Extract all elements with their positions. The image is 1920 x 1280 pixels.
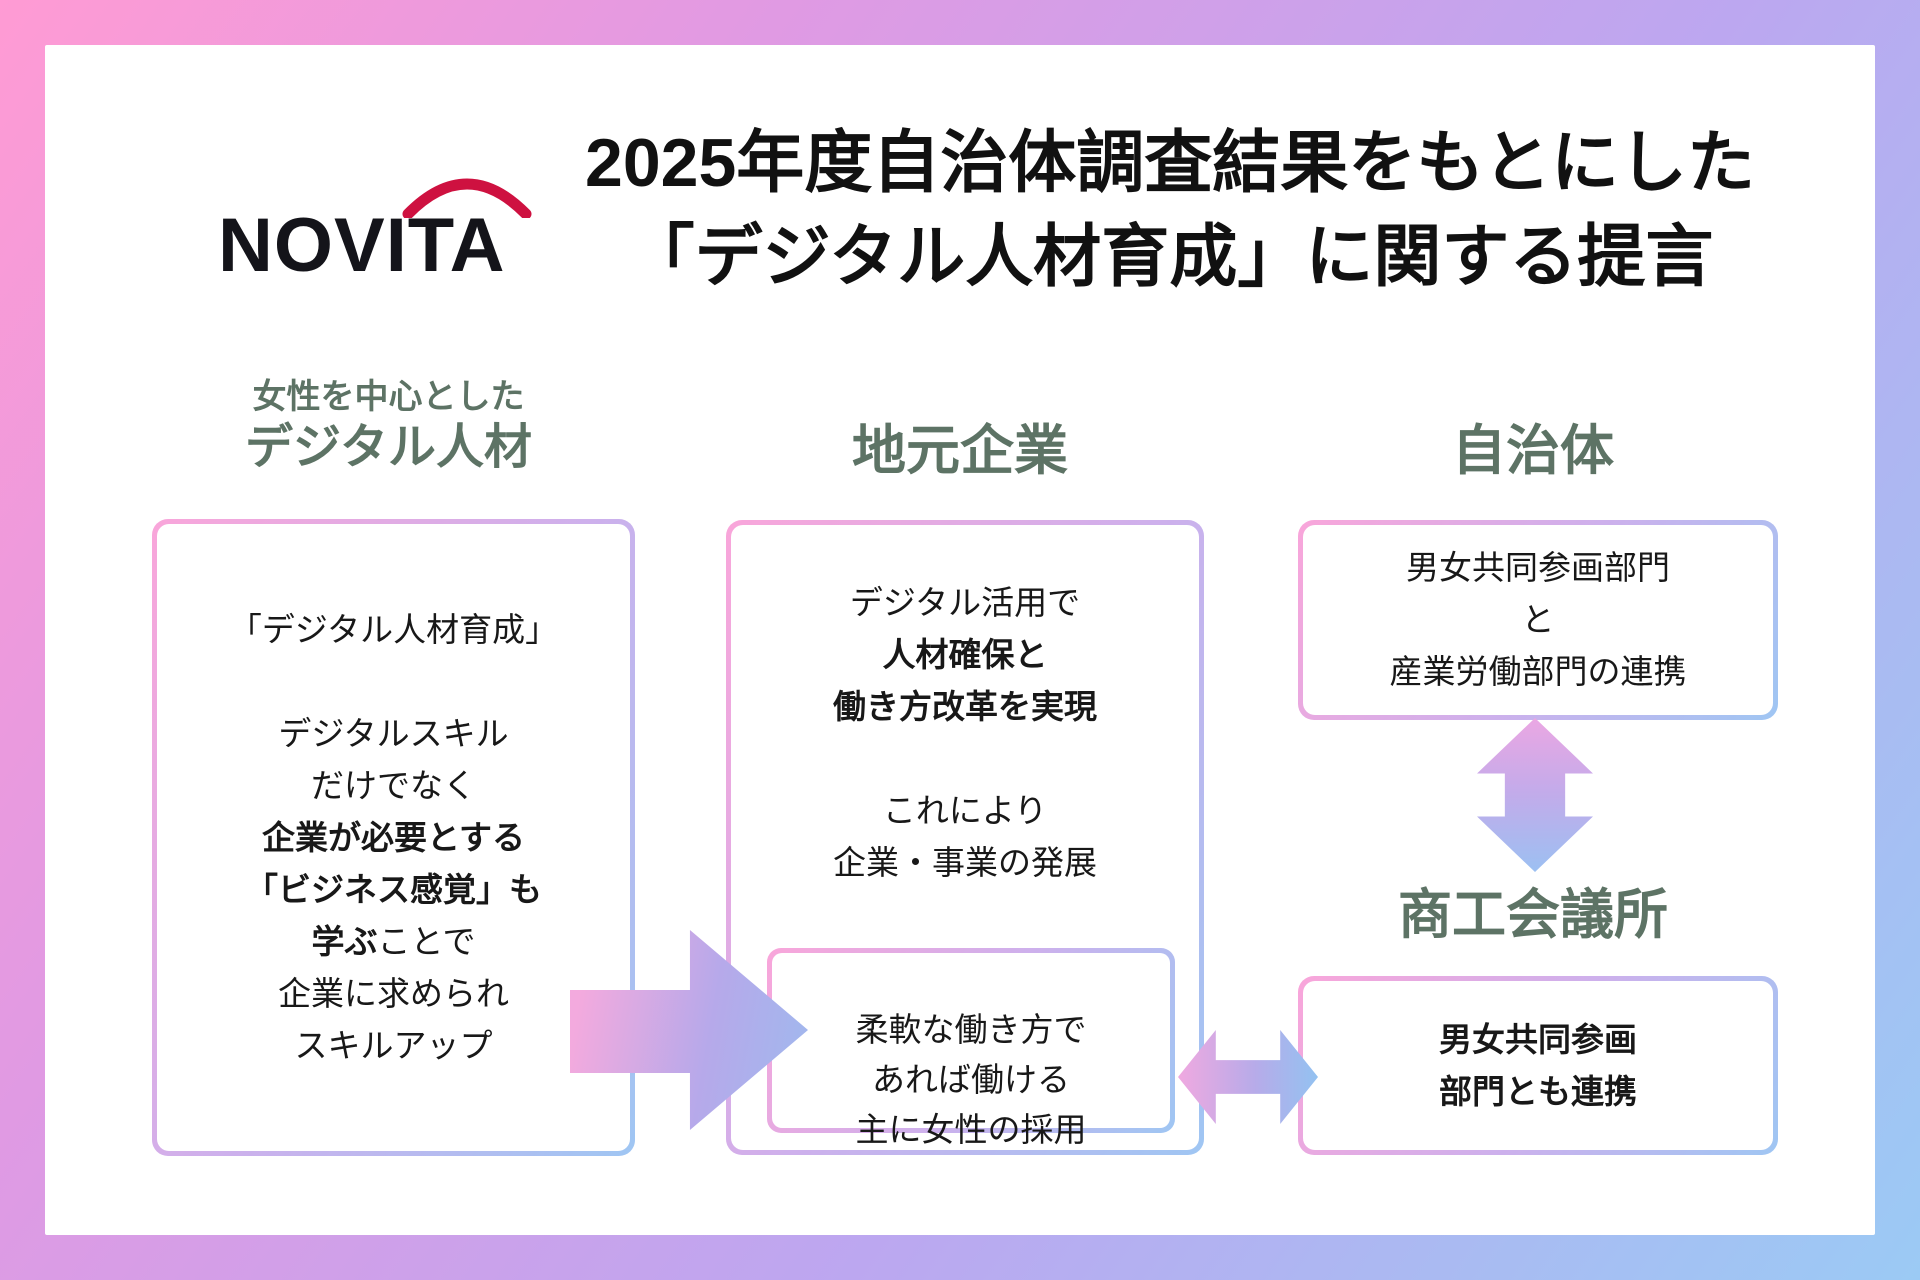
shoko-kaigisho-box-text: 男女共同参画部門とも連携 [1303, 1014, 1773, 1118]
box-text-line: 「デジタル人材育成」 [228, 610, 559, 648]
box-text-line: 部門とも連携 [1439, 1072, 1637, 1110]
box-text-line: 人材確保と [882, 636, 1048, 673]
jimoto-kigyo-box-text: デジタル活用で人材確保と働き方改革を実現 これにより企業・事業の発展 [731, 577, 1199, 889]
left-column-subheading: 女性を中心とした [252, 378, 525, 416]
digital-jinzai-box-text: 「デジタル人材育成」 デジタルスキルだけでなく企業が必要とする「ビジネス感覚」も… [157, 604, 630, 1072]
box-text-line: あれば働ける [872, 1061, 1070, 1098]
flexible-work-box-text: 柔軟な働き方であれば働ける主に女性の採用 [772, 1005, 1170, 1155]
slide-title: 2025年度自治体調査結果をもとにした 「デジタル人材育成」に関する提言 [520, 116, 1820, 304]
box-text-line: 「ビジネス感覚」も [245, 870, 542, 908]
box-text-line: と [1521, 601, 1555, 638]
box-text-line [157, 656, 630, 708]
jimoto-kigyo-box: デジタル活用で人材確保と働き方改革を実現 これにより企業・事業の発展 柔軟な働き… [726, 520, 1204, 1155]
box-text-line: 働き方改革を実現 [833, 688, 1097, 725]
box-text-line: 主に女性の採用 [855, 1111, 1087, 1148]
box-text-line: デジタルスキル [278, 714, 509, 752]
box-text-line: 企業・事業の発展 [833, 844, 1097, 881]
title-line-2: 「デジタル人材育成」に関する提言 [626, 219, 1714, 295]
box-text-line: 産業労働部門の連携 [1389, 653, 1687, 690]
box-text-line [731, 733, 1199, 785]
right-bottom-heading: 商工会議所 [1398, 885, 1668, 945]
box-text-line: スキルアップ [294, 1026, 493, 1064]
box-text-line: これにより [882, 792, 1048, 829]
title-line-1: 2025年度自治体調査結果をもとにした [585, 125, 1755, 201]
box-text-line: 学ぶことで [311, 922, 476, 960]
jichitai-box-text: 男女共同参画部門と産業労働部門の連携 [1303, 542, 1773, 698]
right-top-heading: 自治体 [1452, 421, 1614, 481]
flexible-work-box: 柔軟な働き方であれば働ける主に女性の採用 [767, 948, 1175, 1148]
box-text-line: デジタル活用で [849, 584, 1081, 621]
box-text-line: 男女共同参画部門 [1406, 549, 1670, 586]
center-column-heading: 地元企業 [852, 421, 1068, 481]
left-column-heading: デジタル人材 [244, 421, 533, 474]
box-text-line: 企業が必要とする [261, 818, 525, 856]
box-text-line: 男女共同参画 [1439, 1020, 1637, 1058]
logo-text: NOVITA [218, 203, 506, 288]
box-text-line: だけでなく [311, 766, 476, 804]
box-text-line: 企業に求められ [278, 974, 509, 1012]
digital-jinzai-box: 「デジタル人材育成」 デジタルスキルだけでなく企業が必要とする「ビジネス感覚」も… [152, 519, 635, 1156]
box-text-line: 柔軟な働き方で [855, 1011, 1087, 1048]
shoko-kaigisho-box: 男女共同参画部門とも連携 [1298, 976, 1778, 1155]
novita-logo: NOVITA [218, 168, 558, 298]
jichitai-box: 男女共同参画部門と産業労働部門の連携 [1298, 520, 1778, 720]
logo-arc-icon [402, 178, 532, 218]
